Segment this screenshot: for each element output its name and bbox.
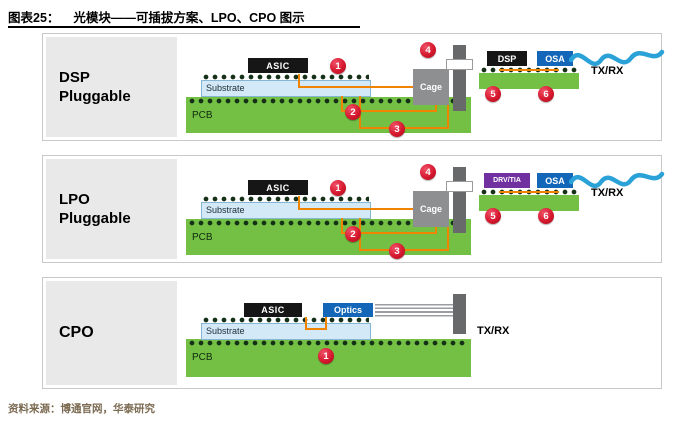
faceplate-bar <box>453 45 466 111</box>
step-badge-4: 4 <box>420 164 436 180</box>
step-badge-2: 2 <box>345 226 361 242</box>
panel-label-lpo: LPO Pluggable <box>46 159 177 259</box>
panel-cpo: CPO PCB Substrate ASIC Optics TX/RX 1 <box>42 277 662 389</box>
asic-block: ASIC <box>248 58 308 73</box>
faceplate-bar <box>453 294 466 334</box>
cage-block: Cage <box>413 191 449 227</box>
step-badge-2: 2 <box>345 104 361 120</box>
solder-ball-row <box>203 317 369 323</box>
diagram-cpo: PCB Substrate ASIC Optics TX/RX 1 <box>43 278 661 388</box>
dsp-chip: DSP <box>487 51 527 66</box>
step-badge-5: 5 <box>485 86 501 102</box>
step-badge-1: 1 <box>330 58 346 74</box>
asic-block: ASIC <box>244 303 302 317</box>
step-badge-3: 3 <box>389 243 405 259</box>
step-badge-5: 5 <box>485 208 501 224</box>
pcb-label: PCB <box>192 110 213 121</box>
step-badge-4: 4 <box>420 42 436 58</box>
panel-dsp-pluggable: DSP Pluggable PCB Substrate ASIC Cage <box>42 33 665 141</box>
asic-block: ASIC <box>248 180 308 195</box>
diagram-lpo: PCB Substrate ASIC Cage DRV/TIA OSA <box>43 156 665 262</box>
step-badge-6: 6 <box>538 86 554 102</box>
solder-ball-row <box>203 196 369 202</box>
panel-label-text: LPO Pluggable <box>59 190 131 228</box>
trace-segment <box>305 317 327 330</box>
module-board <box>479 195 579 211</box>
txrx-label: TX/RX <box>591 65 624 77</box>
fiber-ribbon <box>375 304 454 318</box>
panel-label-text: DSP Pluggable <box>59 68 131 106</box>
cage-block: Cage <box>413 69 449 105</box>
step-badge-3: 3 <box>389 121 405 137</box>
substrate-block: Substrate <box>201 80 371 97</box>
txrx-label: TX/RX <box>591 187 624 199</box>
trace-segment <box>447 104 449 129</box>
step-badge-1: 1 <box>330 180 346 196</box>
drv-tia-chip: DRV/TIA <box>484 173 530 188</box>
trace-segment <box>298 208 415 210</box>
faceplate-bar <box>453 167 466 233</box>
trace-segment <box>298 196 300 209</box>
substrate-label: Substrate <box>206 83 245 93</box>
substrate-block: Substrate <box>201 323 371 340</box>
substrate-block: Substrate <box>201 202 371 219</box>
solder-ball-row <box>189 98 468 104</box>
title-underline <box>8 26 360 28</box>
module-connector <box>446 59 473 70</box>
osa-block: OSA <box>537 51 573 66</box>
step-badge-6: 6 <box>538 208 554 224</box>
panel-label-cpo: CPO <box>46 281 177 385</box>
module-connector <box>446 181 473 192</box>
diagram-dsp: PCB Substrate ASIC Cage DSP OSA <box>43 34 665 140</box>
txrx-label: TX/RX <box>477 325 510 337</box>
optical-fiber-icon <box>569 171 665 189</box>
panel-label-dsp: DSP Pluggable <box>46 37 177 137</box>
trace-segment <box>298 86 415 88</box>
osa-block: OSA <box>537 173 573 188</box>
figure-caption: 光模块——可插拔方案、LPO、CPO 图示 <box>73 11 305 25</box>
trace-segment <box>499 191 559 193</box>
solder-ball-row <box>203 74 369 80</box>
substrate-label: Substrate <box>206 205 245 215</box>
solder-ball-row <box>189 220 468 226</box>
trace-segment <box>341 232 437 234</box>
trace-segment <box>447 226 449 251</box>
substrate-label: Substrate <box>206 326 245 336</box>
trace-segment <box>341 96 343 112</box>
solder-ball-row <box>189 340 468 346</box>
trace-segment <box>341 110 437 112</box>
optical-fiber-icon <box>569 49 665 67</box>
pcb-label: PCB <box>192 232 213 243</box>
pcb-label: PCB <box>192 352 213 363</box>
trace-segment <box>435 226 437 234</box>
figure-number: 图表25： <box>8 11 60 25</box>
trace-segment <box>341 218 343 234</box>
panel-lpo-pluggable: LPO Pluggable PCB Substrate ASIC Cage <box>42 155 665 263</box>
optics-block: Optics <box>323 303 373 317</box>
module-board <box>479 73 579 89</box>
trace-segment <box>298 74 300 87</box>
trace-segment <box>435 104 437 112</box>
figure-title: 图表25： 光模块——可插拔方案、LPO、CPO 图示 <box>8 7 305 26</box>
source-note: 资料来源：博通官网，华泰研究 <box>8 403 155 415</box>
panel-label-text: CPO <box>59 323 94 341</box>
step-badge-1: 1 <box>318 348 334 364</box>
trace-segment <box>499 69 559 71</box>
